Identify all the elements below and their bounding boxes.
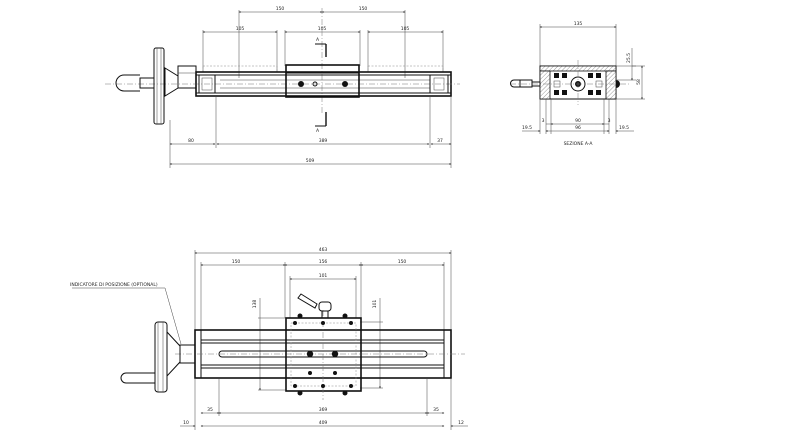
dim-label: 35: [207, 407, 213, 413]
top-view: 150 150 105 105 105: [105, 6, 460, 168]
position-indicator-callout: INDICATORE DI POSIZIONE (OPTIONAL): [70, 282, 158, 288]
dim-label: 25.5: [626, 53, 632, 63]
dim-label: 37: [437, 138, 443, 144]
clamp-lever-icon: [297, 293, 332, 319]
dim-label: 463: [319, 247, 328, 253]
dim-label: 105: [318, 26, 327, 32]
dim-label: 150: [398, 259, 407, 265]
svg-text:A: A: [316, 37, 320, 43]
dim-label: 3: [542, 118, 545, 124]
dim-label: 150: [276, 6, 285, 12]
dim-label: 35: [433, 407, 439, 413]
front-view: 463 150 156 150 101 138 101: [70, 247, 468, 430]
dim-label: 150: [232, 259, 241, 265]
section-marker-bottom: A: [315, 112, 327, 134]
dim-label: 58: [636, 79, 642, 85]
dim-label: 156: [319, 259, 328, 265]
dim-label: 80: [188, 138, 194, 144]
dim-label: 96: [575, 125, 581, 131]
section-title: SEZIONE A-A: [564, 141, 594, 147]
dim-label: 369: [319, 407, 328, 413]
dim-label: 10: [183, 420, 189, 426]
dim-label: 135: [574, 21, 583, 27]
dim-label: 509: [306, 158, 315, 164]
dim-label: 138: [252, 300, 258, 309]
section-marker-top: A: [315, 37, 327, 57]
dim-label: 105: [236, 26, 245, 32]
section-view: 135 25.5 58: [510, 21, 645, 147]
dim-label: 19.5: [619, 125, 629, 131]
dim-label: 101: [319, 273, 328, 279]
dim-label: 105: [401, 26, 410, 32]
dim-label: 101: [372, 300, 378, 309]
dim-label: 389: [319, 138, 328, 144]
svg-text:A: A: [316, 128, 320, 134]
dim-label: 409: [319, 420, 328, 426]
dim-label: 3: [608, 118, 611, 124]
dim-label: 150: [359, 6, 368, 12]
dim-label: 19.5: [522, 125, 532, 131]
dim-label: 90: [575, 118, 581, 124]
dim-label: 12: [458, 420, 464, 426]
